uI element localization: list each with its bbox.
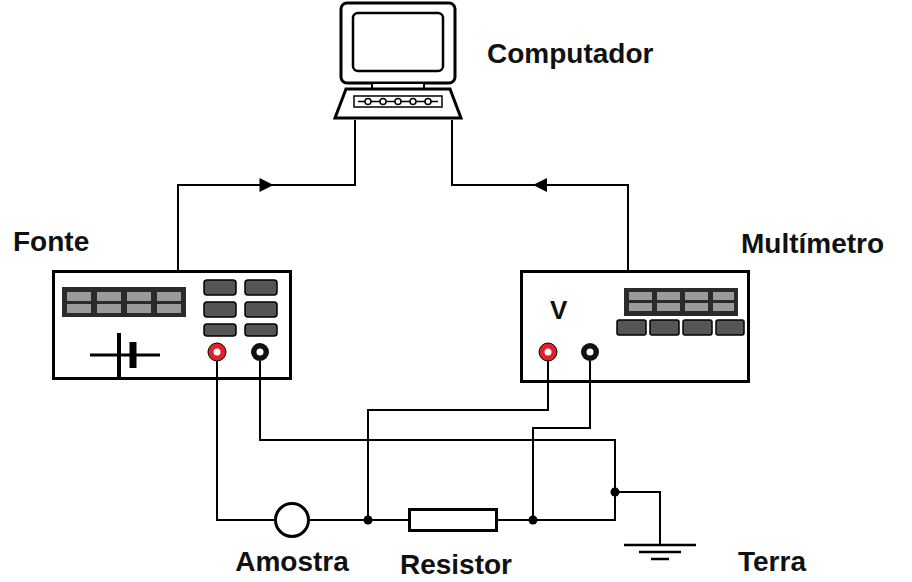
terminal-hole (257, 349, 264, 356)
battery-plate (130, 342, 137, 368)
device-label: Computador (487, 40, 653, 68)
arrowhead (533, 178, 547, 192)
button (245, 324, 277, 336)
wires (217, 361, 660, 545)
junction-dot (611, 488, 620, 497)
terminal-hole (214, 349, 221, 356)
connector-line (178, 120, 355, 270)
digit (157, 304, 181, 313)
digit (97, 292, 121, 301)
junction-dot (529, 516, 538, 525)
red-terminal (539, 343, 557, 361)
keyboard-base (335, 89, 461, 118)
computer-node: Computador (335, 2, 463, 120)
black-terminal (581, 343, 599, 361)
digit (629, 292, 652, 300)
component-label: Resistor (400, 551, 512, 579)
display-digits (629, 292, 734, 311)
multimeter-box: MultímetroV (520, 270, 750, 383)
digit (657, 303, 680, 311)
battery-plate (117, 333, 121, 377)
junction-dots (364, 488, 620, 525)
terminal-hole (545, 349, 552, 356)
digit (127, 304, 151, 313)
wire (260, 361, 615, 520)
button (204, 302, 236, 317)
digit (157, 292, 181, 301)
device-label: Multímetro (741, 230, 884, 258)
sample-circle: Amostra (274, 502, 310, 538)
display-digits (67, 292, 181, 313)
key (395, 99, 401, 105)
battery-lead (90, 354, 160, 357)
battery-symbol (90, 333, 160, 377)
key (410, 99, 416, 105)
digit (67, 292, 91, 301)
connector-line (217, 380, 274, 520)
digit (657, 292, 680, 300)
probe-wire (533, 361, 590, 520)
connector (217, 380, 274, 520)
ground-label: Terra (738, 548, 806, 576)
sample-outline (276, 504, 309, 537)
ground-symbol (624, 545, 696, 559)
ground-bar (639, 551, 681, 554)
key (365, 99, 371, 105)
button (245, 302, 277, 317)
key (425, 99, 431, 105)
terminal-hole (587, 349, 594, 356)
button (245, 280, 277, 295)
keyboard-key-dots (358, 99, 438, 105)
computer-icon (335, 3, 461, 118)
monitor-case (341, 3, 455, 83)
probe-wire (368, 361, 548, 520)
digit (685, 292, 708, 300)
device-label: Fonte (13, 228, 89, 256)
digit (127, 292, 151, 301)
digit (97, 304, 121, 313)
ground-bar (624, 544, 696, 547)
button (683, 320, 712, 335)
connector (452, 120, 628, 270)
button (617, 320, 646, 335)
source-display (62, 287, 186, 317)
component-label: Amostra (235, 548, 349, 576)
meter-buttons (617, 320, 744, 335)
monitor-screen (353, 13, 443, 71)
arrowhead (260, 178, 274, 192)
meter-display (624, 288, 738, 316)
resistor-symbol: Resistor (408, 508, 498, 532)
digit (685, 303, 708, 311)
multimeter-panel (539, 288, 744, 361)
button (204, 324, 236, 336)
ground-bar (651, 558, 669, 561)
digit (629, 303, 652, 311)
connector-line (310, 519, 408, 521)
connector (310, 520, 408, 521)
connector (178, 120, 355, 270)
button (716, 320, 744, 335)
source-buttons (204, 280, 277, 336)
digit (713, 303, 734, 311)
key (380, 99, 386, 105)
button (204, 280, 236, 295)
red-terminal (208, 343, 226, 361)
button (650, 320, 679, 335)
power-source-box: Fonte (52, 270, 292, 380)
ground-wire (615, 492, 660, 545)
circle-outline (274, 502, 310, 538)
keyboard-keys (354, 96, 442, 107)
digit (713, 292, 734, 300)
mode-label: V (550, 297, 567, 323)
black-terminal (251, 343, 269, 361)
connector-line (452, 120, 628, 270)
power-source-panel (62, 280, 277, 377)
digit (67, 304, 91, 313)
